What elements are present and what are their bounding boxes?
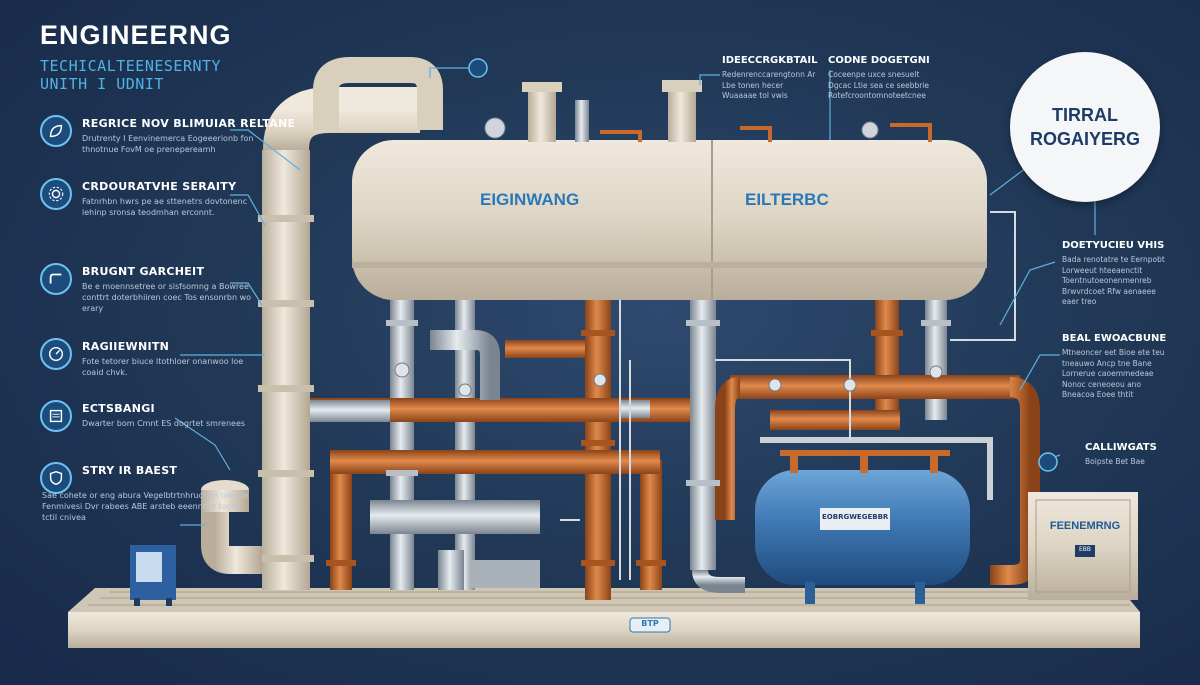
pipe-icon	[40, 263, 72, 295]
callout-body: Coceenpe uxce snesuelt Dgcac Ltie sea ce…	[828, 70, 930, 100]
pipe-network	[310, 211, 1040, 600]
callout-title: BEAL EWOACBUNE	[1062, 333, 1167, 344]
vertical-column	[201, 57, 443, 590]
shield-icon	[40, 462, 72, 494]
tank-label-left: EIGINWANG	[480, 190, 580, 209]
cabinet-label: FEENEMRNG	[1049, 520, 1121, 532]
right-gauge-marker	[1038, 452, 1058, 472]
diagram-title: ENGINEERNG	[40, 20, 232, 50]
tank-label-right: EILTERBC	[745, 190, 829, 209]
callout-title: CODNE DOGETGNI	[828, 55, 930, 66]
callout-title: BRUGNT GARCHEIT	[82, 265, 205, 278]
badge-line-1: TIRRAL	[1052, 105, 1118, 125]
callout-title: REGRICE NOV BLIMUIAR RELTANE	[82, 117, 296, 130]
callout-title: CRDOURATVHE SERAITY	[82, 180, 237, 193]
callout-title: STRY IR BAEST	[82, 464, 178, 477]
subtitle-line-2: UNITH I UDNIT	[40, 75, 164, 93]
callout-title: IDEECCRGKBTAIL	[722, 55, 818, 66]
callout-title: CALLIWGATS	[1085, 442, 1157, 453]
gear-icon	[40, 178, 72, 210]
callout-body: Mtneoncer eet Bioe ete teu tneauwo Ancp …	[1062, 348, 1165, 399]
leaf-icon	[40, 115, 72, 147]
diagram-subtitle: TECHICALTEENESERNTY UNITH I UDNIT	[40, 57, 280, 93]
control-cabinet	[1028, 492, 1138, 600]
drum-plate-text: EOBRGWEGEBBR	[822, 513, 888, 521]
callout-title: ECTSBANGI	[82, 402, 155, 415]
callout-body: Redenrenccarengtonn Ar Lbe tonen hecer W…	[722, 70, 816, 100]
callout-body: Sae cohete or eng abura Vegelbtrtnhruchn…	[42, 491, 249, 522]
right-callout-3: CALLIWGATS Boipste Bet Bae	[1085, 442, 1175, 468]
cabinet-tag: EBB	[1078, 546, 1092, 553]
title-badge: TIRRAL ROGAIYERG	[1010, 52, 1160, 202]
base-nameplate	[629, 617, 671, 633]
callout-body: Bada renotatre te Eernpobt Lorweeut htee…	[1062, 255, 1165, 306]
right-callout-1: DOETYUCIEU VHIS Bada renotatre te Eernpo…	[1062, 240, 1172, 308]
right-callout-2: BEAL EWOACBUNE Mtneoncer eet Bioe ete te…	[1062, 333, 1172, 401]
callout-body: Dwarter bom Cmnt ES dogrtet smrenees	[82, 419, 246, 428]
badge-line-2: ROGAIYERG	[1029, 129, 1140, 149]
top-leaf-marker	[468, 58, 488, 78]
callout-body: Fatnrhbn hwrs pe ae sttenetrs dovtonenc …	[82, 197, 248, 217]
callout-title: DOETYUCIEU VHIS	[1062, 240, 1165, 251]
callout-title: RAGIIEWNITN	[82, 340, 170, 353]
small-control-box	[130, 545, 176, 606]
callout-body: Fote tetorer biuce ltothloer onanwoo loe…	[82, 357, 244, 377]
horizontal-tank	[352, 80, 987, 300]
leader-lines	[174, 67, 1096, 526]
gauge-icon	[40, 338, 72, 370]
callout-body: Drutrenty I Eenvinemerca Eogeeerionb fon…	[82, 134, 254, 154]
blue-drum	[755, 450, 970, 604]
callout-body: Boipste Bet Bae	[1085, 457, 1145, 466]
panel-icon	[40, 400, 72, 432]
callout-body: Be e moennsetree or sisfsomng a Bowree c…	[82, 282, 251, 313]
top-callout-1: IDEECCRGKBTAIL Redenrenccarengtonn Ar Lb…	[722, 55, 818, 102]
subtitle-line-1: TECHICALTEENESERNTY	[40, 57, 222, 75]
top-callout-2: CODNE DOGETGNI Coceenpe uxce snesuelt Dg…	[828, 55, 933, 102]
base-plate-text: BTP	[641, 619, 659, 628]
